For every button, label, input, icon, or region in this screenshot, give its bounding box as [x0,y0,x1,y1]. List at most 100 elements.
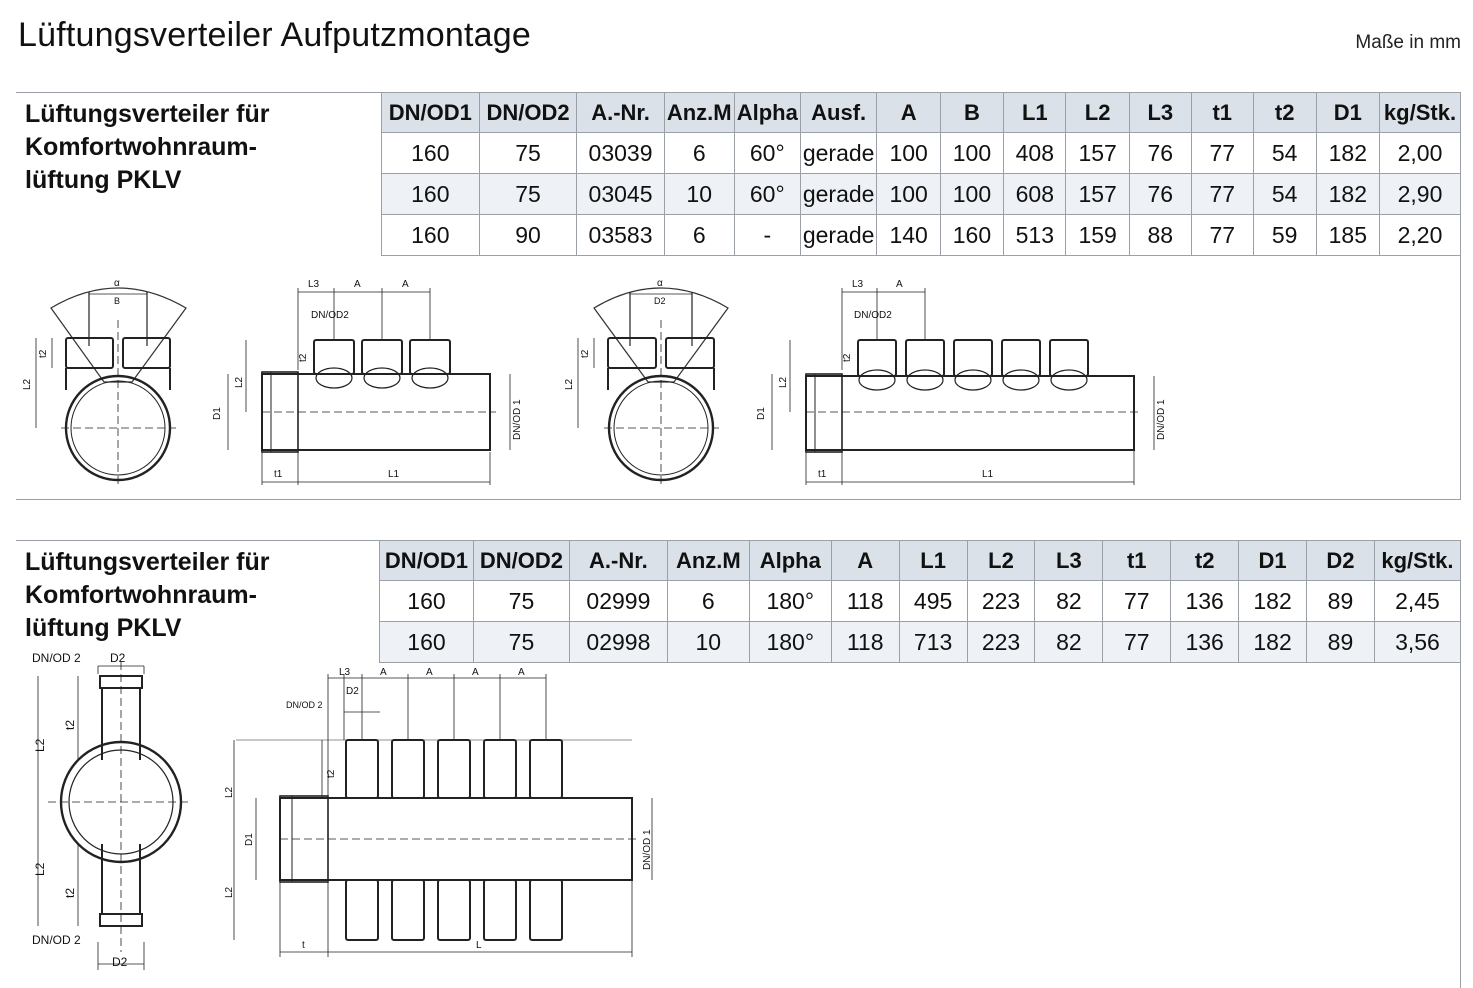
dim-label-dn-od-2: DN/OD 2 [286,700,323,710]
table-header-row: DN/OD1 DN/OD2 A.-Nr. Anz.M Alpha A L1 L2… [379,540,1462,581]
dim-label-dn-od1: DN/OD 1 [512,399,523,440]
end-view-drawing-2 [577,287,729,485]
table-cell: 140 [876,214,941,256]
table-cell: 02998 [568,621,668,663]
table-header-row: DN/OD1 DN/OD2 A.-Nr. Anz.M Alpha Ausf. A… [381,92,1462,133]
dim-label-a: A [518,667,525,678]
section-heading: Lüftungsverteiler für Komfortwohnraum- l… [25,546,269,645]
heading-line: Komfortwohnraum- [25,581,257,609]
column-header: A [830,540,900,581]
dim-label-a: A [426,667,433,678]
table-cell: 182 [1315,132,1380,174]
column-header: kg/Stk. [1378,92,1462,133]
table-cell: 136 [1170,621,1240,663]
table-cell: 60° [733,132,801,174]
table-cell: 157 [1065,173,1130,215]
table-cell: 160 [381,214,480,256]
table-cell: - [733,214,801,256]
table-cell: gerade [799,173,878,215]
column-header: Anz.M [663,92,735,133]
table-cell: 223 [966,580,1036,622]
dim-label-dn-od-2: DN/OD 2 [32,933,81,947]
table-cell: 75 [472,580,570,622]
column-header: A [876,92,941,133]
table-cell: 180° [748,621,832,663]
dim-label-l2: L2 [778,376,789,388]
table-cell: 160 [379,580,474,622]
dim-label-d2: D2 [110,651,126,665]
table-cell: 10 [666,621,750,663]
column-header: L2 [966,540,1036,581]
column-header: L3 [1128,92,1192,133]
column-header: t2 [1252,92,1317,133]
table-cell: 100 [939,173,1005,215]
dim-label-a: A [402,279,409,290]
table-cell: 182 [1238,580,1308,622]
table-cell: 77 [1190,132,1254,174]
dim-label-a: A [896,279,903,290]
table-cell: 60° [733,173,801,215]
table-cell: 10 [663,173,735,215]
dim-label-t2: t2 [298,353,309,362]
column-header: Ausf. [799,92,878,133]
dim-label-alpha: α [114,278,120,289]
table-cell: 03583 [576,214,665,256]
column-header: DN/OD2 [472,540,570,581]
table-cell: 136 [1170,580,1240,622]
table-row: 160 90 03583 6 - gerade 140 160 513 159 … [381,214,1462,256]
dim-label-l3: L3 [852,279,864,290]
spec-table: DN/OD1 DN/OD2 A.-Nr. Anz.M Alpha Ausf. A… [381,92,1462,256]
table-cell: 2,45 [1373,580,1462,622]
table-cell: 76 [1128,132,1192,174]
table-cell: 03039 [576,132,665,174]
dim-label-dn-od2: DN/OD2 [854,310,892,321]
column-header: D2 [1306,540,1375,581]
table-cell: 160 [381,173,480,215]
column-header: A.-Nr. [576,92,665,133]
dim-label-t2: t2 [326,769,337,778]
section-rule [16,92,382,93]
table-cell: 495 [898,580,968,622]
table-cell: 713 [898,621,968,663]
dim-label-l3: L3 [339,667,351,678]
side-view-drawing-1 [227,288,511,485]
column-header: B [939,92,1005,133]
table-cell: 157 [1065,132,1130,174]
dim-label-t2: t2 [580,349,591,358]
table-cell: 513 [1003,214,1067,256]
dim-label-a: A [354,279,361,290]
table-cell: 2,00 [1378,132,1462,174]
dim-label-alpha: α [657,278,663,289]
table-cell: 118 [830,580,900,622]
table-cell: 03045 [576,173,665,215]
table-cell: 6 [663,132,735,174]
table-cell: 6 [666,580,750,622]
table-row: 160 75 02998 10 180° 118 713 223 82 77 1… [379,621,1462,663]
table-cell: 82 [1034,621,1104,663]
dim-label-d1: D1 [212,407,223,420]
page-title: Lüftungsverteiler Aufputzmontage [18,16,531,54]
dim-label-dn-od2: DN/OD2 [311,310,349,321]
table-row: 160 75 02999 6 180° 118 495 223 82 77 13… [379,580,1462,622]
column-header: DN/OD2 [478,92,578,133]
table-cell: 223 [966,621,1036,663]
table-cell: 408 [1003,132,1067,174]
column-header: Alpha [748,540,832,581]
table-cell: 76 [1128,173,1192,215]
dim-label-d2: D2 [112,955,128,969]
technical-drawing-set: α B t2 L2 L3 A A DN/OD2 t2 L2 D1 DN/OD 1… [22,278,1167,485]
table-cell: 82 [1034,580,1104,622]
dim-label-l: L [476,940,482,951]
table-cell: 100 [876,173,941,215]
column-header: kg/Stk. [1373,540,1462,581]
dim-label-l2: L2 [224,886,235,898]
dim-label-dn-od-2: DN/OD 2 [32,651,81,665]
column-header: L1 [1003,92,1067,133]
dim-label-t2: t2 [63,888,77,898]
side-view-drawing-3 [233,674,653,957]
dim-label-t2: t2 [38,349,49,358]
table-cell: 77 [1190,214,1254,256]
table-cell: 160 [379,621,474,663]
units-note: Maße in mm [1355,32,1461,53]
table-cell: 100 [876,132,941,174]
